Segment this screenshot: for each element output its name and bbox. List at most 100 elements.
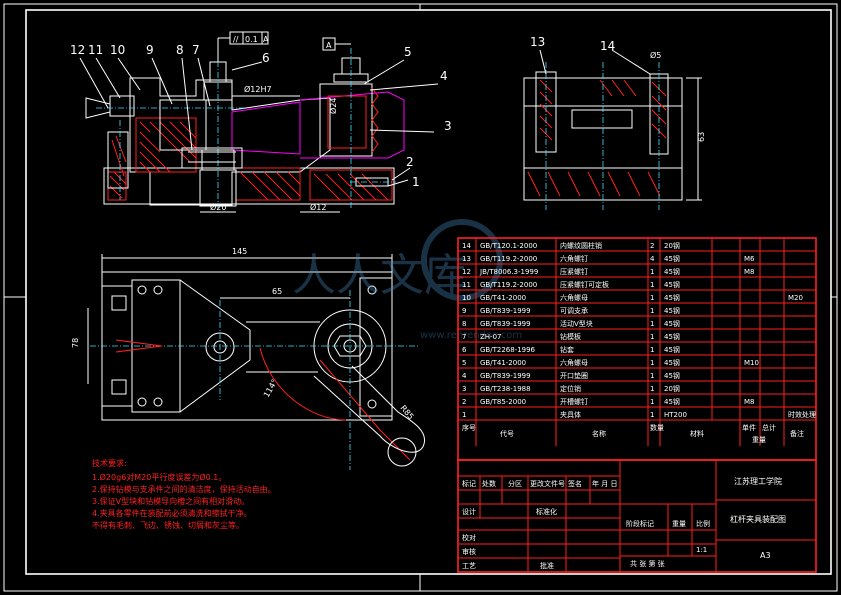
balloon-9: 9: [146, 43, 154, 57]
bom-row-material: HT200: [664, 411, 687, 419]
bom-row-qty: 1: [650, 333, 654, 341]
tb-stage: 阶段标记: [626, 519, 654, 528]
bom-row-code: GB/T238-1988: [480, 385, 531, 393]
bom-row-no: 5: [462, 359, 466, 367]
bom-row-no: 3: [462, 385, 466, 393]
balloon-8: 8: [176, 43, 184, 57]
bom-row-code: GB/T839-1999: [480, 372, 531, 380]
bom-header-code: 代号: [500, 429, 514, 438]
bom-row-name: 钻模板: [560, 332, 581, 341]
bom-row-material: 45钢: [664, 267, 680, 276]
bom-row-name: 六角螺钉: [560, 254, 588, 263]
bom-row-code: GB/T839-1999: [480, 320, 531, 328]
bom-row-qty: 1: [650, 307, 654, 315]
bom-row-qty: 1: [650, 346, 654, 354]
flatness-symbol: //: [233, 35, 239, 44]
tb-review: 审核: [462, 547, 476, 556]
bom-row-code: GB/T85-2000: [480, 398, 526, 406]
bom-row-name: 开口垫圈: [560, 371, 588, 380]
bom-row-qty: 1: [650, 268, 654, 276]
bom-row-name: 压紧螺钉可定板: [560, 280, 609, 289]
bom-row-code: GB/T839-1999: [480, 307, 531, 315]
bom-row-qty: 1: [650, 294, 654, 302]
front-balloon-leaders: [79, 57, 439, 187]
notes-title: 技术要求:: [92, 458, 127, 468]
bom-row-code: GB/T119.2-2000: [480, 255, 537, 263]
front-view: 12 11 10 9 8 7 6 5 4 3 2 1 // 0.1 A A Ø1…: [70, 31, 452, 215]
bom-row-no: 9: [462, 307, 466, 315]
bom-row-material: 45钢: [664, 280, 680, 289]
bom-row-name: 钻套: [560, 345, 574, 354]
bom-row-material: 45钢: [664, 397, 680, 406]
bom-row-no: 6: [462, 346, 467, 354]
bom-row-material: 45钢: [664, 306, 680, 315]
bom-row-no: 13: [462, 255, 471, 263]
dim-78: 78: [71, 338, 80, 348]
datum-letter: A: [326, 41, 332, 50]
bom-row-name: 六角螺母: [560, 293, 588, 302]
balloon-1: 1: [412, 175, 420, 189]
bom-row-qty: 1: [650, 359, 654, 367]
balloon-12: 12: [70, 43, 85, 57]
bom-row-code: GB/T2268-1996: [480, 346, 536, 354]
watermark: 人人文库 www.renrendoc.com: [292, 219, 522, 341]
bom-row-name: 夹具体: [560, 410, 581, 419]
tb-sheets: 共 张 第 张: [630, 559, 665, 568]
tb-standardize: 标准化: [536, 507, 557, 516]
dim-65: 65: [272, 287, 282, 296]
bom-row-code: GB/T120.1-2000: [480, 242, 537, 250]
tb-sign: 签名: [568, 479, 582, 488]
bom-row-mass: M10: [744, 359, 759, 367]
bom-row-no: 4: [462, 372, 467, 380]
bom-row-qty: 1: [650, 372, 654, 380]
bom-row-material: 45钢: [664, 319, 680, 328]
bom-row-name: 压紧螺钉: [560, 267, 588, 276]
notes-line-5: 不得有毛刺、飞边、锈蚀、切屑和灰尘等。: [92, 520, 244, 530]
bom-header-qty: 数量: [650, 423, 664, 432]
bom-row-code: GB/T41-2000: [480, 294, 526, 302]
dim-d24: Ø24: [328, 98, 338, 114]
bom-header-material: 材料: [690, 429, 704, 438]
bom-row-no: 10: [462, 294, 471, 302]
notes-line-4: 4.夹具各零件在装配前必须清洗和擦拭干净。: [92, 508, 252, 518]
tb-drawing-name: 杠杆夹具装配图: [730, 514, 786, 524]
technical-notes: 技术要求: 1.Ø20g6对M20平行度误差为Ø0.1。 2.保持钻模与支承件之…: [92, 458, 276, 530]
bom-row-mass: M6: [744, 255, 755, 263]
dim-r85: R85: [398, 404, 415, 422]
bom-row-name: 开槽螺钉: [560, 397, 588, 406]
tb-drawing-no: A3: [760, 551, 771, 560]
bom-row-code: GB/T119.2-2000: [480, 281, 537, 289]
bom-header-name: 名称: [592, 429, 606, 438]
balloon-5: 5: [404, 45, 412, 59]
bom-row-material: 45钢: [664, 254, 680, 263]
watermark-url: www.renrendoc.com: [420, 330, 522, 341]
notes-line-3: 3.保证V型块和钻模导向槽之间有相对滑动。: [92, 496, 249, 506]
balloon-3: 3: [444, 119, 452, 133]
bom-row-material: 45钢: [664, 332, 680, 341]
title-block: 标记 处数 分区 更改文件号 签名 年 月 日 设计 标准化 校对 审核 工艺 …: [457, 459, 817, 573]
bom-row-name: 可调支承: [560, 306, 588, 315]
dim-63: 63: [697, 132, 706, 142]
balloon-7: 7: [192, 43, 200, 57]
bom-row-qty: 1: [650, 385, 654, 393]
bom-row-mass: M8: [744, 268, 755, 276]
bom-row-no: 12: [462, 268, 471, 276]
bom-header-note: 备注: [790, 429, 804, 438]
balloon-10: 10: [110, 43, 125, 57]
tb-change: 更改文件号: [530, 479, 565, 488]
tb-count: 处数: [482, 479, 496, 488]
dim-d20: Ø20: [210, 202, 226, 212]
bom-row-mass: M8: [744, 398, 755, 406]
bom-row-material: 45钢: [664, 345, 680, 354]
bom-row-note: M20: [788, 294, 803, 302]
tb-scale-label: 比例: [696, 519, 710, 528]
body-hatch: [107, 117, 393, 201]
bom-row-material: 20钢: [664, 241, 680, 250]
notes-line-2: 2.保持钻模与支承件之间的清洁度，保持活动自由。: [92, 484, 276, 494]
tb-marks: 标记: [462, 479, 476, 488]
bom-row-no: 14: [462, 242, 471, 250]
bom-row-no: 8: [462, 320, 466, 328]
bom-row-name: 六角螺母: [560, 358, 588, 367]
